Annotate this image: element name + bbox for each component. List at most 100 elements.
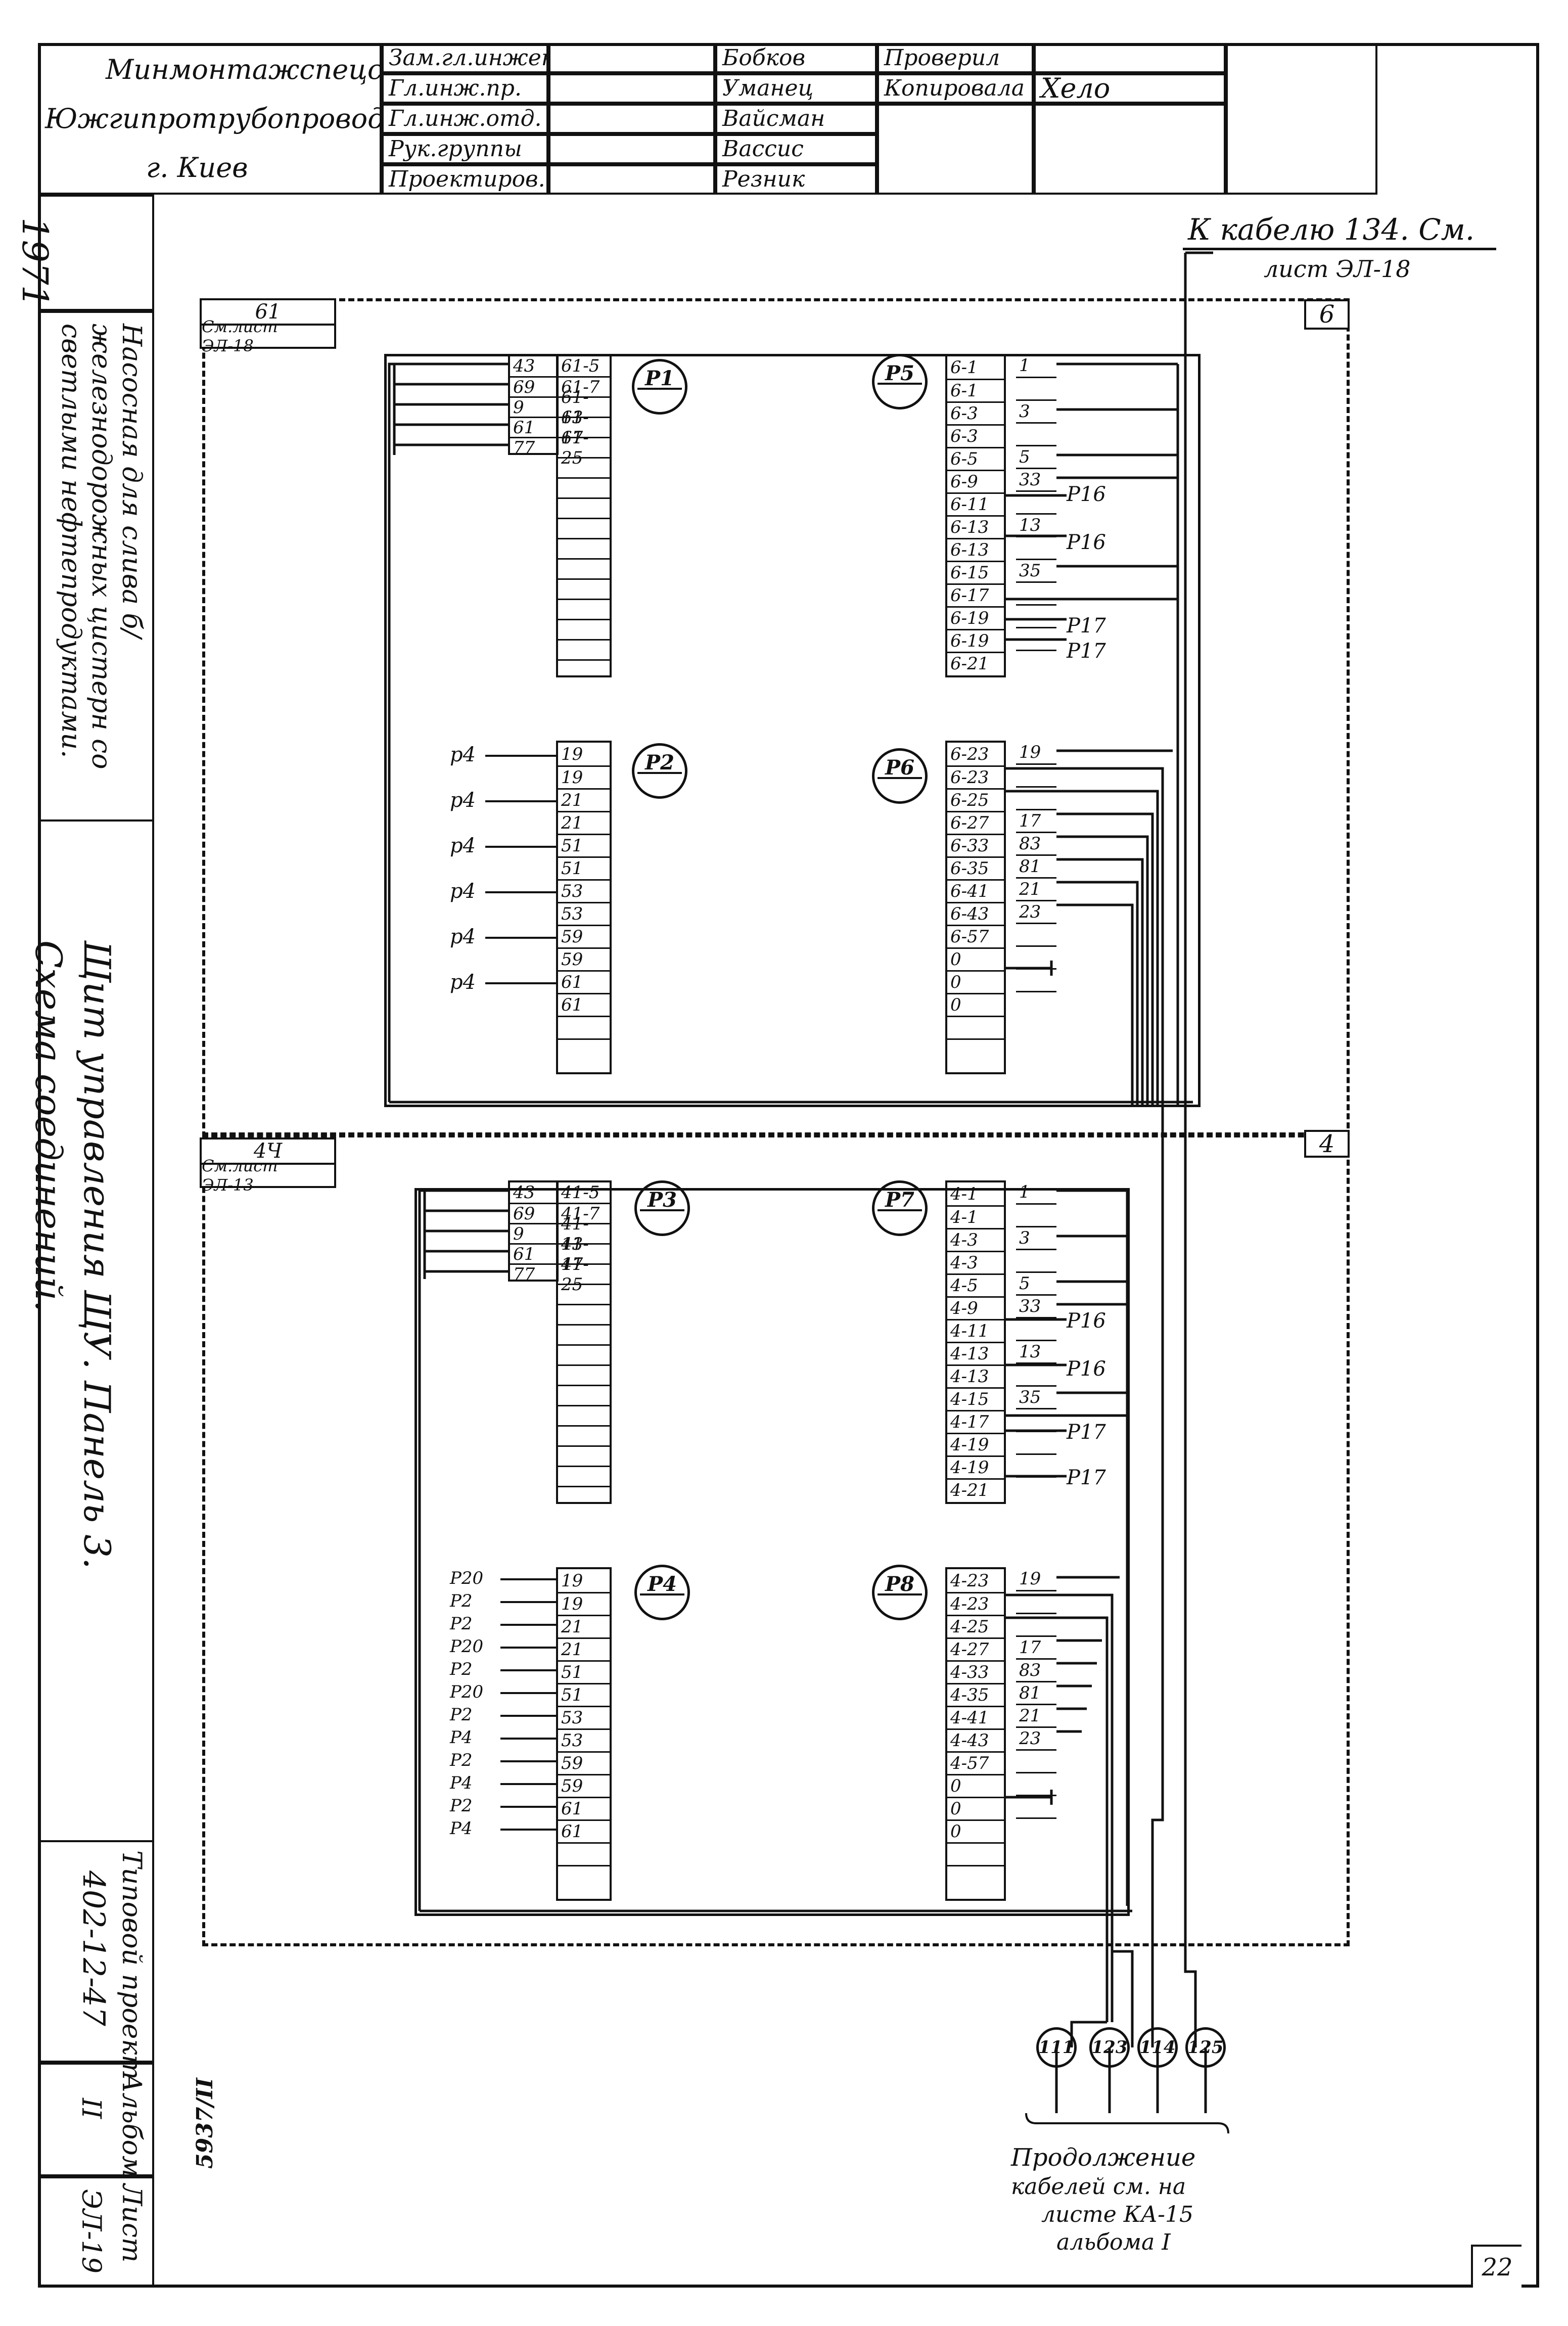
strip-p8w-row: 17 bbox=[1016, 1635, 1056, 1658]
p5-ext-label-2: Р17 bbox=[1067, 614, 1106, 637]
strip-p4-row: 59 bbox=[558, 1774, 610, 1797]
p4-ext-wire bbox=[500, 1692, 556, 1694]
strip-p8w-row: 81 bbox=[1016, 1681, 1056, 1704]
strip-p5w-row bbox=[1016, 604, 1056, 627]
lower-tag-num: 4Ч bbox=[200, 1137, 336, 1163]
strip-p1r-row bbox=[558, 558, 610, 578]
strip-p3r-row bbox=[558, 1425, 610, 1445]
strip-p3r-row bbox=[558, 1466, 610, 1486]
strip-p5w-row bbox=[1016, 377, 1056, 399]
relay-p6: Р6 bbox=[872, 748, 928, 804]
p5-ext-label-0: Р16 bbox=[1067, 483, 1106, 506]
strip-p7-row: 4-15 bbox=[947, 1387, 1004, 1410]
strip-p5w-row bbox=[1016, 422, 1056, 445]
strip-p7-row: 4-5 bbox=[947, 1273, 1004, 1296]
page-number: 22 bbox=[1471, 2245, 1521, 2288]
org-line-1: Минмонтажспецстрой bbox=[106, 53, 382, 85]
p4-ext-label: Р20 bbox=[450, 1682, 484, 1702]
strip-p6w-row: 19 bbox=[1019, 742, 1041, 762]
sidebar-sheet-box bbox=[38, 2176, 154, 2288]
strip-p8w-row bbox=[1016, 1590, 1056, 1613]
p4-ext-label: Р2 bbox=[450, 1614, 473, 1634]
strip-p3r-row: 41-7 bbox=[558, 1203, 610, 1224]
cable-marker-1: 123 bbox=[1089, 2027, 1130, 2068]
role-4: Проектиров. bbox=[382, 164, 548, 195]
strip-p7w-row: 13 bbox=[1016, 1340, 1056, 1362]
strip-p1l-row: 9 bbox=[510, 396, 557, 418]
lower-section bbox=[202, 1132, 1350, 1946]
p4-ext-wire bbox=[500, 1624, 556, 1626]
p4-ext-label: Р4 bbox=[450, 1773, 473, 1793]
strip-p7w-row bbox=[1016, 1362, 1056, 1385]
strip-p5-row: 6-13 bbox=[947, 515, 1004, 538]
strip-p4-row: 51 bbox=[558, 1683, 610, 1706]
strip-p1l-row: 61 bbox=[510, 417, 557, 438]
p4-ext-wire bbox=[500, 1601, 556, 1603]
strip-p8-row: 4-23 bbox=[947, 1592, 1004, 1615]
p4-ext-wire bbox=[500, 1738, 556, 1740]
strip-p5-row: 6-3 bbox=[947, 401, 1004, 424]
strip-p1r-row bbox=[558, 619, 610, 639]
strip-p5-row: 6-11 bbox=[947, 492, 1004, 515]
strip-p1l-row: 77 bbox=[510, 437, 557, 458]
strip-p4-row: 53 bbox=[558, 1728, 610, 1751]
cable-ref-underline bbox=[1183, 248, 1496, 250]
tb-blank-3 bbox=[1226, 43, 1377, 195]
strip-p6-row: 6-41 bbox=[947, 879, 1004, 902]
strip-p5-row: 6-9 bbox=[947, 470, 1004, 492]
strip-p5-row: 6-3 bbox=[947, 424, 1004, 447]
strip-p3r-row bbox=[558, 1364, 610, 1385]
strip-p2-row: 19 bbox=[561, 744, 583, 764]
strip-p5w-row: 35 bbox=[1016, 559, 1056, 581]
name-4: Резник bbox=[715, 164, 877, 195]
p4-ext-wire bbox=[500, 1578, 556, 1580]
strip-p7w-row: 1 bbox=[1019, 1181, 1030, 1202]
p5-ext-label-1: Р16 bbox=[1067, 531, 1106, 554]
strip-p6-row: 6-57 bbox=[947, 925, 1004, 947]
copied-role: Копировала bbox=[877, 73, 1034, 104]
strip-p7-row: 4-9 bbox=[947, 1296, 1004, 1319]
strip-p1r-row bbox=[558, 538, 610, 558]
strip-p3r-row bbox=[558, 1284, 610, 1304]
strip-p6w-row: 23 bbox=[1016, 900, 1056, 923]
strip-p1r-row bbox=[558, 477, 610, 497]
p4-ext-label: Р20 bbox=[450, 1636, 484, 1657]
strip-p7-row: 4-21 bbox=[947, 1478, 1004, 1501]
strip-p5-row: 6-1 bbox=[950, 357, 978, 378]
strip-p2-row: 51 bbox=[558, 856, 610, 879]
strip-p6w-row: 21 bbox=[1016, 877, 1056, 900]
strip-p8-row: 4-43 bbox=[947, 1728, 1004, 1751]
p4-ext-label: Р2 bbox=[450, 1591, 473, 1611]
upper-corner: 6 bbox=[1304, 299, 1350, 330]
role-1: Гл.инж.пр. bbox=[382, 73, 548, 104]
p2-ext-label: р4 bbox=[450, 834, 476, 857]
strip-p7-row: 4-3 bbox=[947, 1251, 1004, 1273]
signature-4 bbox=[548, 164, 715, 195]
relay-p3: Р3 bbox=[634, 1180, 690, 1236]
tb-blank-2 bbox=[1034, 104, 1226, 195]
p2-ext-label: р4 bbox=[450, 971, 476, 994]
strip-p8w-row: 21 bbox=[1016, 1704, 1056, 1726]
p2-ext-wire bbox=[485, 755, 556, 757]
p4-ext-wire bbox=[500, 1715, 556, 1717]
org-line-3: г. Киев bbox=[146, 152, 248, 184]
strip-p2-row: 21 bbox=[558, 788, 610, 811]
upper-tag-num: 61 bbox=[200, 298, 336, 324]
sidebar-type-box bbox=[38, 1840, 154, 2063]
org-cell: Минмонтажспецстрой Южгипротрубопровод г.… bbox=[38, 43, 382, 195]
strip-p5w-row bbox=[1016, 490, 1056, 513]
p7-ext-label-3: Р17 bbox=[1067, 1466, 1106, 1489]
p7-ext-label-2: Р17 bbox=[1067, 1421, 1106, 1444]
strip-p7w-row: 5 bbox=[1016, 1271, 1056, 1294]
strip-p8w-row bbox=[1016, 1613, 1056, 1635]
strip-p3r-row bbox=[558, 1344, 610, 1364]
strip-p5-row: 6-17 bbox=[947, 583, 1004, 606]
relay-p2: Р2 bbox=[632, 743, 687, 799]
cable-ref-line2: лист ЭЛ-18 bbox=[1264, 255, 1411, 283]
strip-p1r-row bbox=[558, 599, 610, 619]
strip-p3r-row bbox=[558, 1324, 610, 1344]
relay-p7: Р7 bbox=[872, 1180, 928, 1236]
strip-p8w-row: 23 bbox=[1016, 1726, 1056, 1749]
strip-p5w-row: 33 bbox=[1016, 468, 1056, 490]
